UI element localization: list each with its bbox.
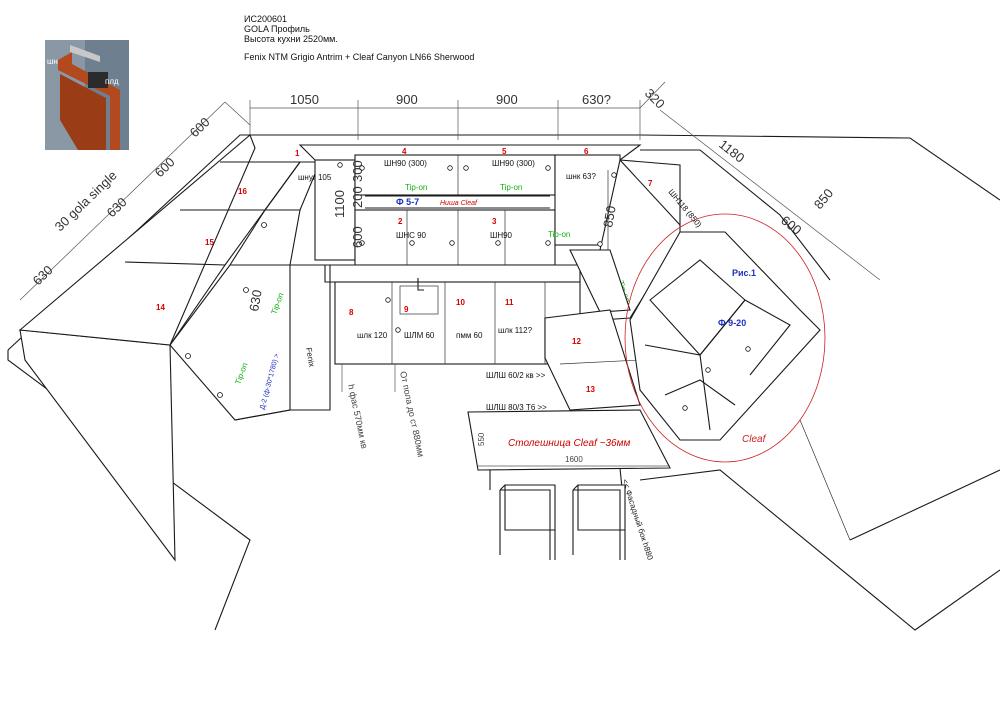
tip-on-left-2: Tip-on	[269, 292, 285, 316]
order-number: ИС200601	[244, 14, 287, 24]
dim-top-630: 630?	[582, 92, 611, 107]
cab-shlk120: шлк 120	[357, 331, 388, 340]
countertop-label: Столешница Cleaf ~36мм	[508, 438, 630, 449]
gola-profile-photo: шн плд	[45, 40, 129, 150]
module-6: 6	[584, 147, 589, 156]
dim-vert-200: 200	[350, 186, 365, 208]
module-12: 12	[572, 337, 581, 346]
cab-shlm60: ШЛМ 60	[404, 331, 435, 340]
note-f920: Ф 9-20	[718, 318, 746, 328]
dim-right-600: 600	[778, 213, 804, 238]
tip-on-left-1: Tip-on	[233, 362, 249, 386]
left-wall-cabinets: 14 15 16 Tip-on Tip-on 630	[18, 134, 321, 562]
dim-left-600b: 600	[152, 154, 178, 180]
dim-top-1050: 1050	[290, 92, 319, 107]
cab-pmm60: пмм 60	[456, 331, 483, 340]
dim-top-900b: 900	[496, 92, 518, 107]
cab-shlsh80: ШЛШ 80/3 Т6 >>	[486, 403, 547, 412]
tip-on-back-2: Tip-on	[500, 183, 522, 192]
module-10: 10	[456, 298, 465, 307]
cab-shn90b: ШН90 (300)	[492, 159, 535, 168]
cab-shn90a: ШН90 (300)	[384, 159, 427, 168]
module-4: 4	[402, 147, 407, 156]
cab-shnk63: шнк 63?	[566, 172, 596, 181]
module-1: 1	[295, 149, 300, 158]
stool-right	[572, 484, 626, 560]
profile-type: GOLA Профиль	[244, 24, 310, 34]
back-wall-upper: 1 4 5 6 2 3 шнуг 105 ШН90 (300) ШН90 (30…	[295, 144, 642, 266]
detail-circle	[624, 213, 826, 463]
module-14: 14	[156, 303, 165, 312]
cab-shlk112: шлк 112?	[498, 326, 533, 335]
kitchen-height: Высота кухни 2520мм.	[244, 34, 338, 44]
module-16: 16	[238, 187, 247, 196]
cab-shnug105: шнуг 105	[298, 173, 332, 182]
shelving-unit: Рис.1 Ф 9-20 Cleaf	[624, 213, 826, 463]
module-13: 13	[586, 385, 595, 394]
cab-shns90: ШНС 90	[396, 231, 427, 240]
module-15: 15	[205, 238, 214, 247]
dim-vert-300: 300	[350, 160, 365, 182]
top-dimension-chain: 1050 900 900 630? 320	[249, 81, 668, 140]
inset-label-shn: шн	[47, 57, 58, 66]
dim-right-850: 850	[811, 186, 836, 212]
dim-right-1180: 1180	[716, 137, 747, 166]
note-cleaf: Cleaf	[742, 434, 767, 445]
cab-fenix: Fenix	[304, 347, 316, 368]
dim-vert-600: 600	[350, 226, 365, 248]
module-7: 7	[648, 179, 653, 188]
dim-table-width: 1600	[565, 455, 583, 464]
module-9: 9	[404, 305, 409, 314]
cab-shlsh60: ШЛШ 60/2 кв >>	[486, 371, 546, 380]
module-3: 3	[492, 217, 497, 226]
dim-top-320: 320	[642, 86, 668, 112]
module-2: 2	[398, 217, 403, 226]
header-block: ИС200601 GOLA Профиль Высота кухни 2520м…	[244, 14, 474, 62]
tip-on-back-1: Tip-on	[405, 183, 427, 192]
island-table: Столешница Cleaf ~36мм 550 1600 << Фасад…	[467, 409, 671, 562]
dim-vert-1100: 1100	[332, 190, 347, 218]
dim-left-630b: 630	[30, 262, 56, 288]
stool-left	[499, 484, 556, 560]
note-nisha-cleaf: Ниша Cleaf	[440, 200, 478, 207]
module-5: 5	[502, 147, 507, 156]
note-ris1: Рис.1	[732, 268, 756, 278]
dim-top-900a: 900	[396, 92, 418, 107]
dim-left-gola: 30 gola single	[52, 168, 120, 235]
right-wall-units: 7 ШН118 (850) 850 Tip-on 12 13 ШЛШ 60/2 …	[486, 149, 831, 412]
cab-d2: Д-2 (ф-30*1780) >	[259, 353, 281, 411]
material-spec: Fenix NTM Grigio Antrim + Cleaf Canyon L…	[244, 52, 474, 62]
dim-table-depth: 550	[477, 432, 486, 446]
note-ot-pola: От пола до ст 880мм	[398, 370, 426, 458]
tip-on-back-3: Tip-on	[548, 230, 570, 239]
module-11: 11	[505, 298, 514, 307]
module-8: 8	[349, 308, 354, 317]
dim-vert-850: 850	[600, 205, 619, 229]
dim-left-600a: 600	[187, 114, 213, 140]
note-f57: Ф 5-7	[396, 197, 419, 207]
note-h-fas: h фас 570мм кв	[346, 383, 369, 449]
inset-label-pld: плд	[105, 77, 119, 86]
dim-vert-630: 630	[246, 289, 265, 313]
cab-shn90c: ШН90	[490, 231, 513, 240]
